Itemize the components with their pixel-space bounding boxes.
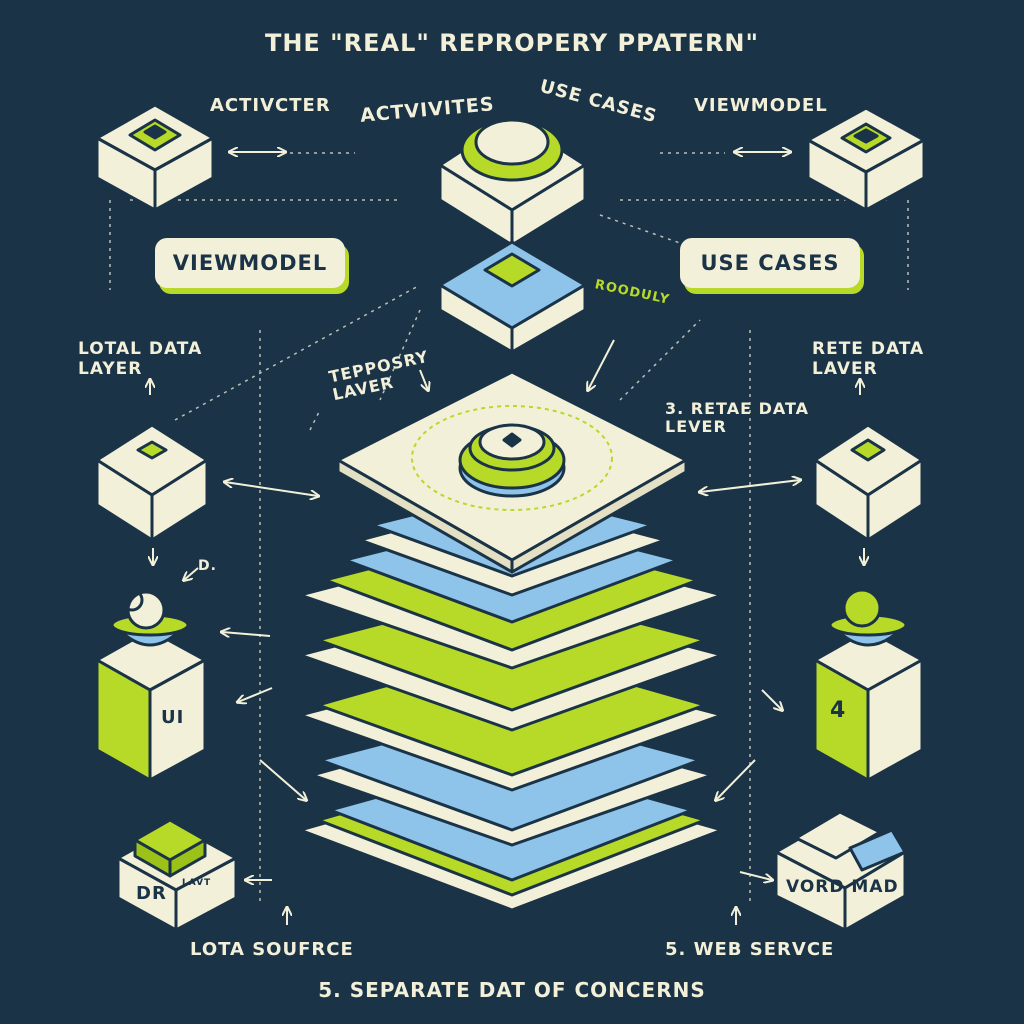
arrow-left-ui [238,687,273,702]
arrows [150,152,864,925]
arrow-left-down [259,759,306,800]
dr-box [116,818,238,932]
label-web-service: 5. WEB SERVCE [665,939,835,960]
label-activcter: ACTIVCTER [210,95,331,116]
arrow-left-cube [225,482,318,496]
ui-box [95,588,207,782]
cube-top-center [438,116,587,247]
cube-local-data [95,423,209,542]
label-local-data-layer: LOTAL DATA LAYER [78,339,203,379]
cube-remote-data [813,423,924,542]
cube-viewmodel [806,106,926,212]
label-vord-mad: VORD MAD [786,877,899,897]
label-data-source: LOTA SOUFRCE [190,939,354,960]
label-small-arrow: D. [198,558,217,574]
arrow-right-down [716,759,756,800]
layer-stack [298,370,724,912]
arrow-repo-center [588,339,615,390]
arrow-right-cube [700,480,800,492]
footer-caption: 5. SEPARATE DAT OF CONCERNS [318,978,706,1002]
vord-mad-box [774,810,907,932]
use-cases-pill: USE CASES [680,238,860,288]
cube-center-second [438,240,587,354]
cube-activcter [95,103,215,212]
label-dr-small: LAVT [182,878,212,888]
diagram-title: THE "REAL" REPROPERY PPATERN" [264,29,760,57]
arrow-right-4 [761,689,782,710]
arrow-left-small [184,567,199,580]
label-dr: DR [136,883,167,904]
number-box [813,588,924,782]
viewmodel-pill: VIEWMODEL [155,238,345,288]
label-remote-data-layer: RETE DATA LAVER [812,339,925,379]
arrow-right-bottom [739,871,772,880]
label-viewmodel-top: VIEWMODEL [694,95,828,116]
arrow-repo-left [419,369,428,390]
label-remote-data-lever: 3. RETAE DATA LEVER [665,399,810,437]
label-ui: UI [161,707,185,728]
label-number-4: 4 [830,698,847,723]
arrow-left-mid [222,632,271,636]
